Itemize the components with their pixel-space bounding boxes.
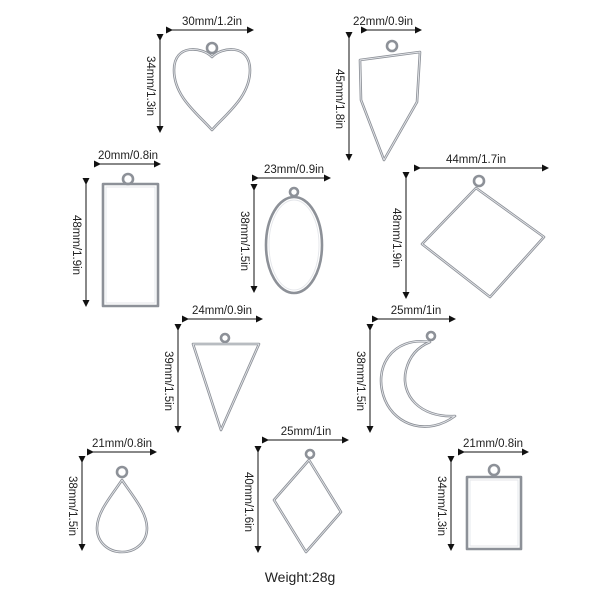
moon-height-label: 38mm/1.5in [354, 351, 366, 411]
oval-pendant: 23mm/0.9in 38mm/1.5in [238, 164, 331, 295]
triangle-height-label: 39mm/1.5in [162, 351, 174, 411]
small-rectangle-width-label: 21mm/0.8in [463, 438, 523, 450]
tall-rectangle-width-label: 20mm/0.8in [98, 150, 158, 162]
heart-height-label: 34mm/1.3in [144, 56, 156, 116]
arrow-height-label: 45mm/1.8in [333, 69, 345, 129]
moon-width-label: 25mm/1in [391, 305, 442, 317]
arrow-width-label: 22mm/0.9in [353, 16, 413, 28]
arrow-pendant: 22mm/0.9in 45mm/1.8in [333, 16, 422, 162]
tall-rectangle-pendant: 20mm/0.8in 48mm/1.9in [70, 150, 161, 308]
heart-pendant: 30mm/1.2in 34mm/1.3in [144, 16, 254, 133]
teardrop-pendant: 21mm/0.8in 38mm/1.5in [66, 438, 157, 554]
triangle-width-label: 24mm/0.9in [192, 305, 252, 317]
tall-rectangle-height-label: 48mm/1.9in [70, 215, 82, 275]
triangle-pendant: 24mm/0.9in 39mm/1.5in [162, 305, 263, 433]
small-rectangle-pendant: 21mm/0.8in 34mm/1.3in [435, 438, 529, 551]
heart-width-label: 30mm/1.2in [182, 16, 242, 28]
rhombus-height-label: 40mm/1.6in [242, 472, 254, 532]
oval-height-label: 38mm/1.5in [238, 211, 250, 271]
moon-pendant: 25mm/1in 38mm/1.5in [354, 305, 457, 433]
weight-label: Weight:28g [265, 569, 336, 585]
small-rectangle-height-label: 34mm/1.3in [435, 476, 447, 536]
rhombus-pendant: 25mm/1in 40mm/1.6in [242, 426, 349, 554]
rhombus-width-label: 25mm/1in [281, 426, 332, 438]
diamond-square-pendant: 44mm/1.7in 48mm/1.9in [390, 154, 549, 299]
diamond-square-height-label: 48mm/1.9in [390, 208, 402, 268]
diamond-square-width-label: 44mm/1.7in [446, 154, 506, 166]
teardrop-height-label: 38mm/1.5in [66, 476, 78, 536]
oval-width-label: 23mm/0.9in [264, 164, 324, 176]
teardrop-width-label: 21mm/0.8in [92, 438, 152, 450]
